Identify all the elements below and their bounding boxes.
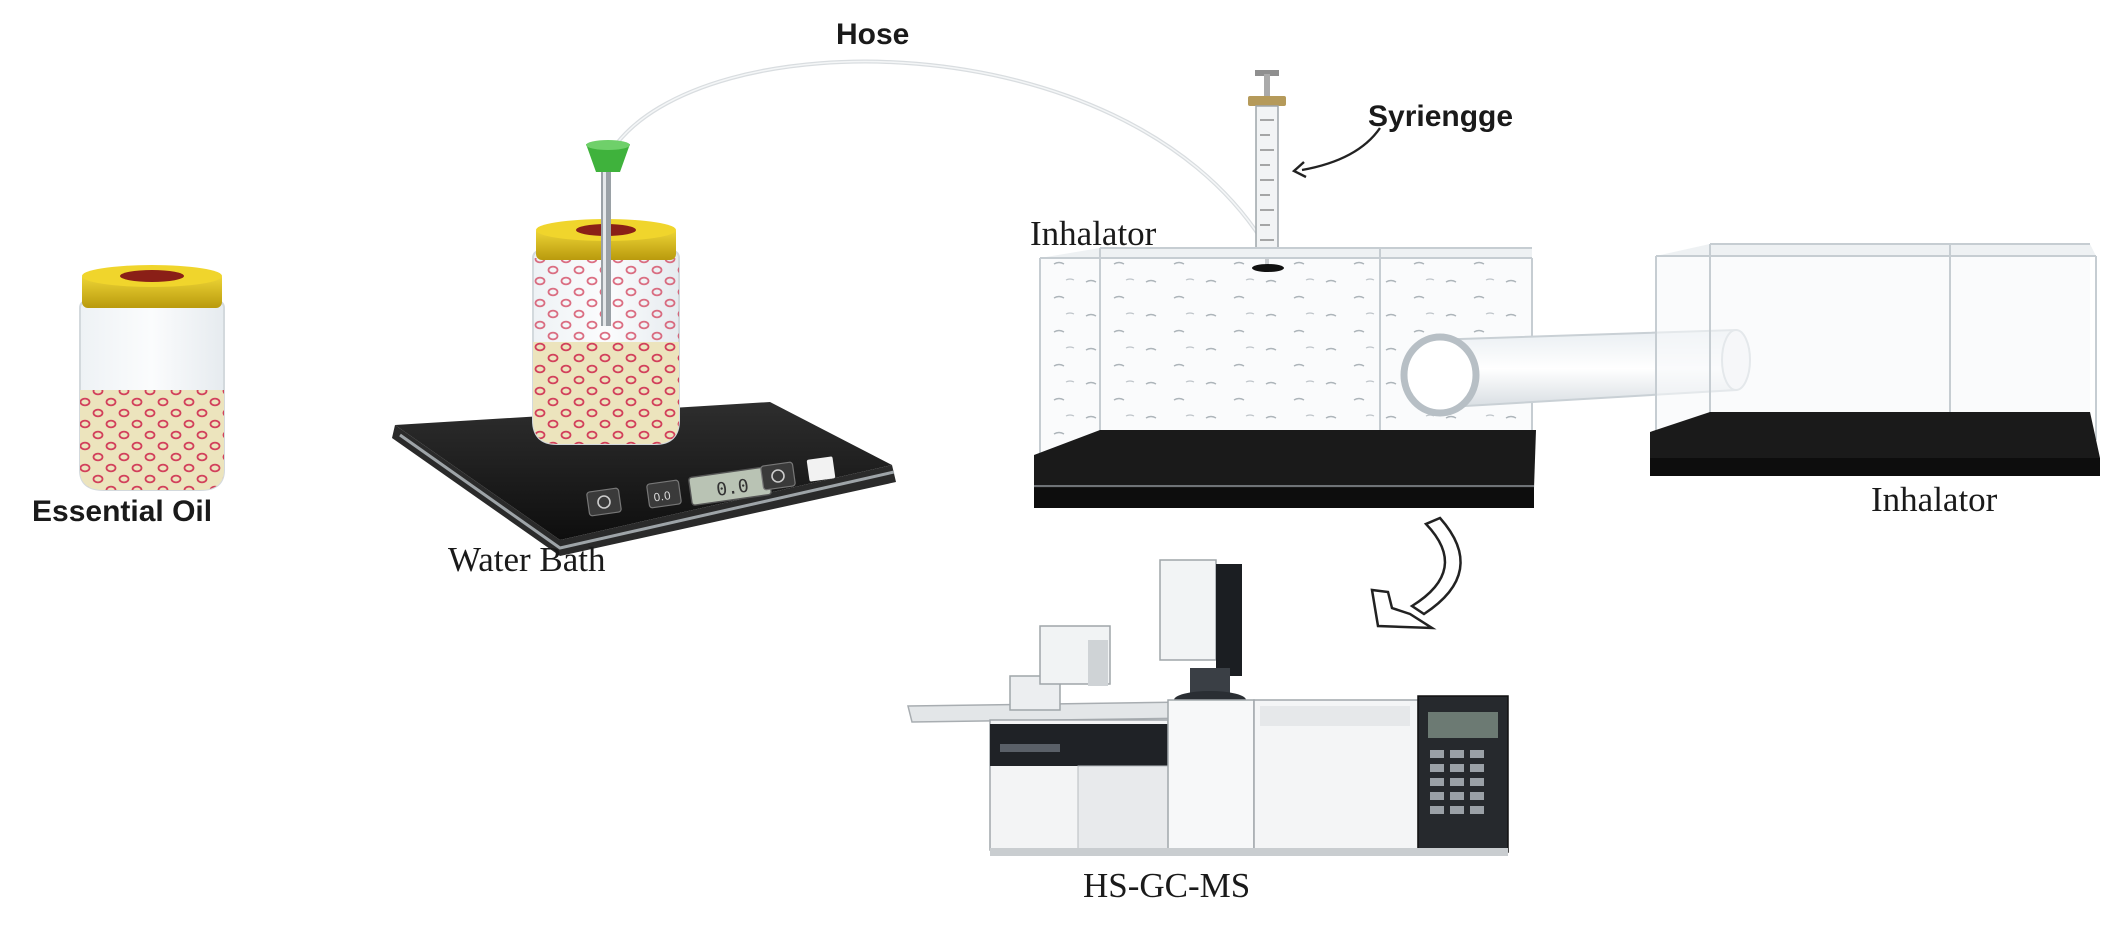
hollow-curved-arrow-icon [1370, 516, 1462, 630]
unit-badge: 0.0 [653, 489, 672, 504]
hose-tube [610, 59, 1264, 242]
label-hose: Hose [836, 18, 910, 51]
inhalator-box-2 [1650, 243, 2100, 476]
scale-reading: 0.0 [715, 476, 750, 501]
syringe [1248, 70, 1286, 266]
power-icon [597, 495, 611, 509]
hs-gc-ms-instrument [907, 559, 1509, 856]
label-inhalator-2: Inhalator [1871, 480, 1998, 519]
label-hs-gc-ms: HS-GC-MS [1083, 866, 1251, 905]
scale-water-bath: 0.0 0.0 [392, 402, 896, 556]
essential-oil-jar [79, 265, 225, 491]
label-inhalator-1: Inhalator [1030, 214, 1157, 253]
sample-jar-on-scale [532, 140, 680, 445]
green-nozzle [586, 144, 630, 172]
label-syringe: Syriengge [1368, 100, 1514, 133]
curved-arrow-icon [1301, 127, 1381, 172]
tare-icon [771, 469, 785, 483]
label-water-bath: Water Bath [448, 540, 606, 579]
label-essential-oil: Essential Oil [32, 495, 213, 528]
